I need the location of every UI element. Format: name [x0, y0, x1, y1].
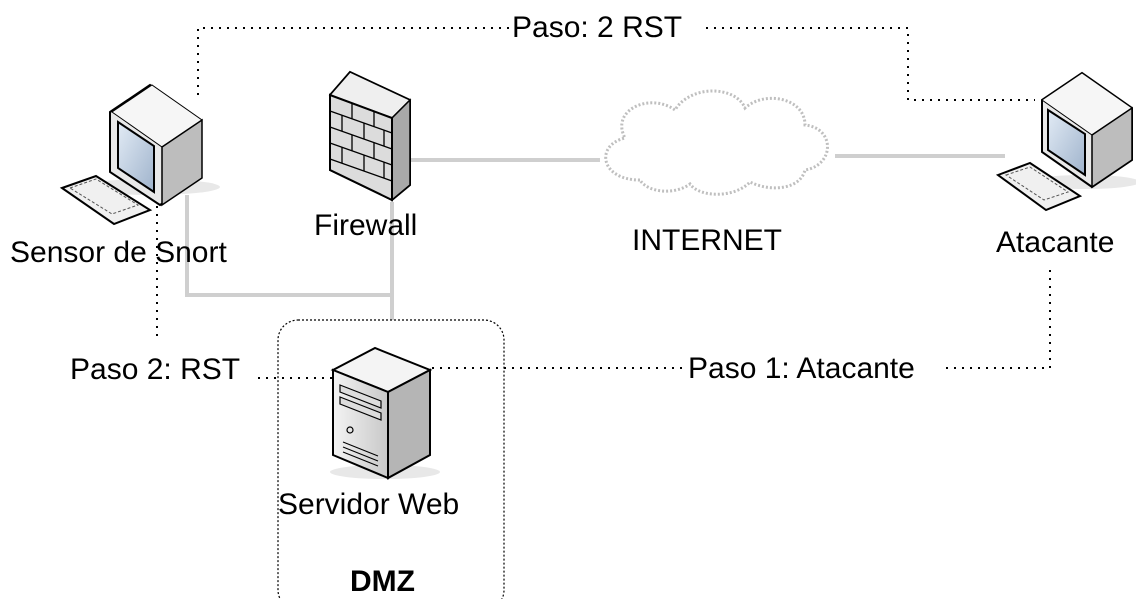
- attacker-label: Atacante: [996, 226, 1115, 259]
- firewall-label: Firewall: [314, 209, 418, 242]
- sensor-computer-icon: [59, 83, 220, 226]
- path-step2-top: [197, 27, 1035, 101]
- dmz-label: DMZ: [350, 565, 415, 598]
- dmz-zone-border: [277, 319, 505, 604]
- internet-label: INTERNET: [632, 224, 782, 257]
- path-step1: [432, 270, 1051, 369]
- sensor-label: Sensor de Snort: [10, 236, 227, 269]
- firewall-icon: [328, 70, 412, 202]
- server-tower-icon: [330, 346, 440, 480]
- cloud-icon: [604, 89, 829, 196]
- step2-left-label: Paso 2: RST: [70, 353, 241, 386]
- webserver-label: Servidor Web: [278, 488, 460, 521]
- step2-top-label: Paso: 2 RST: [510, 11, 685, 44]
- attacker-computer-icon: [995, 71, 1136, 212]
- path-step2-left: [156, 190, 336, 379]
- network-links: [185, 154, 1005, 320]
- step-paths: [156, 27, 1051, 379]
- step1-label: Paso 1: Atacante: [686, 352, 917, 385]
- link-sensor-firewall: [185, 195, 392, 297]
